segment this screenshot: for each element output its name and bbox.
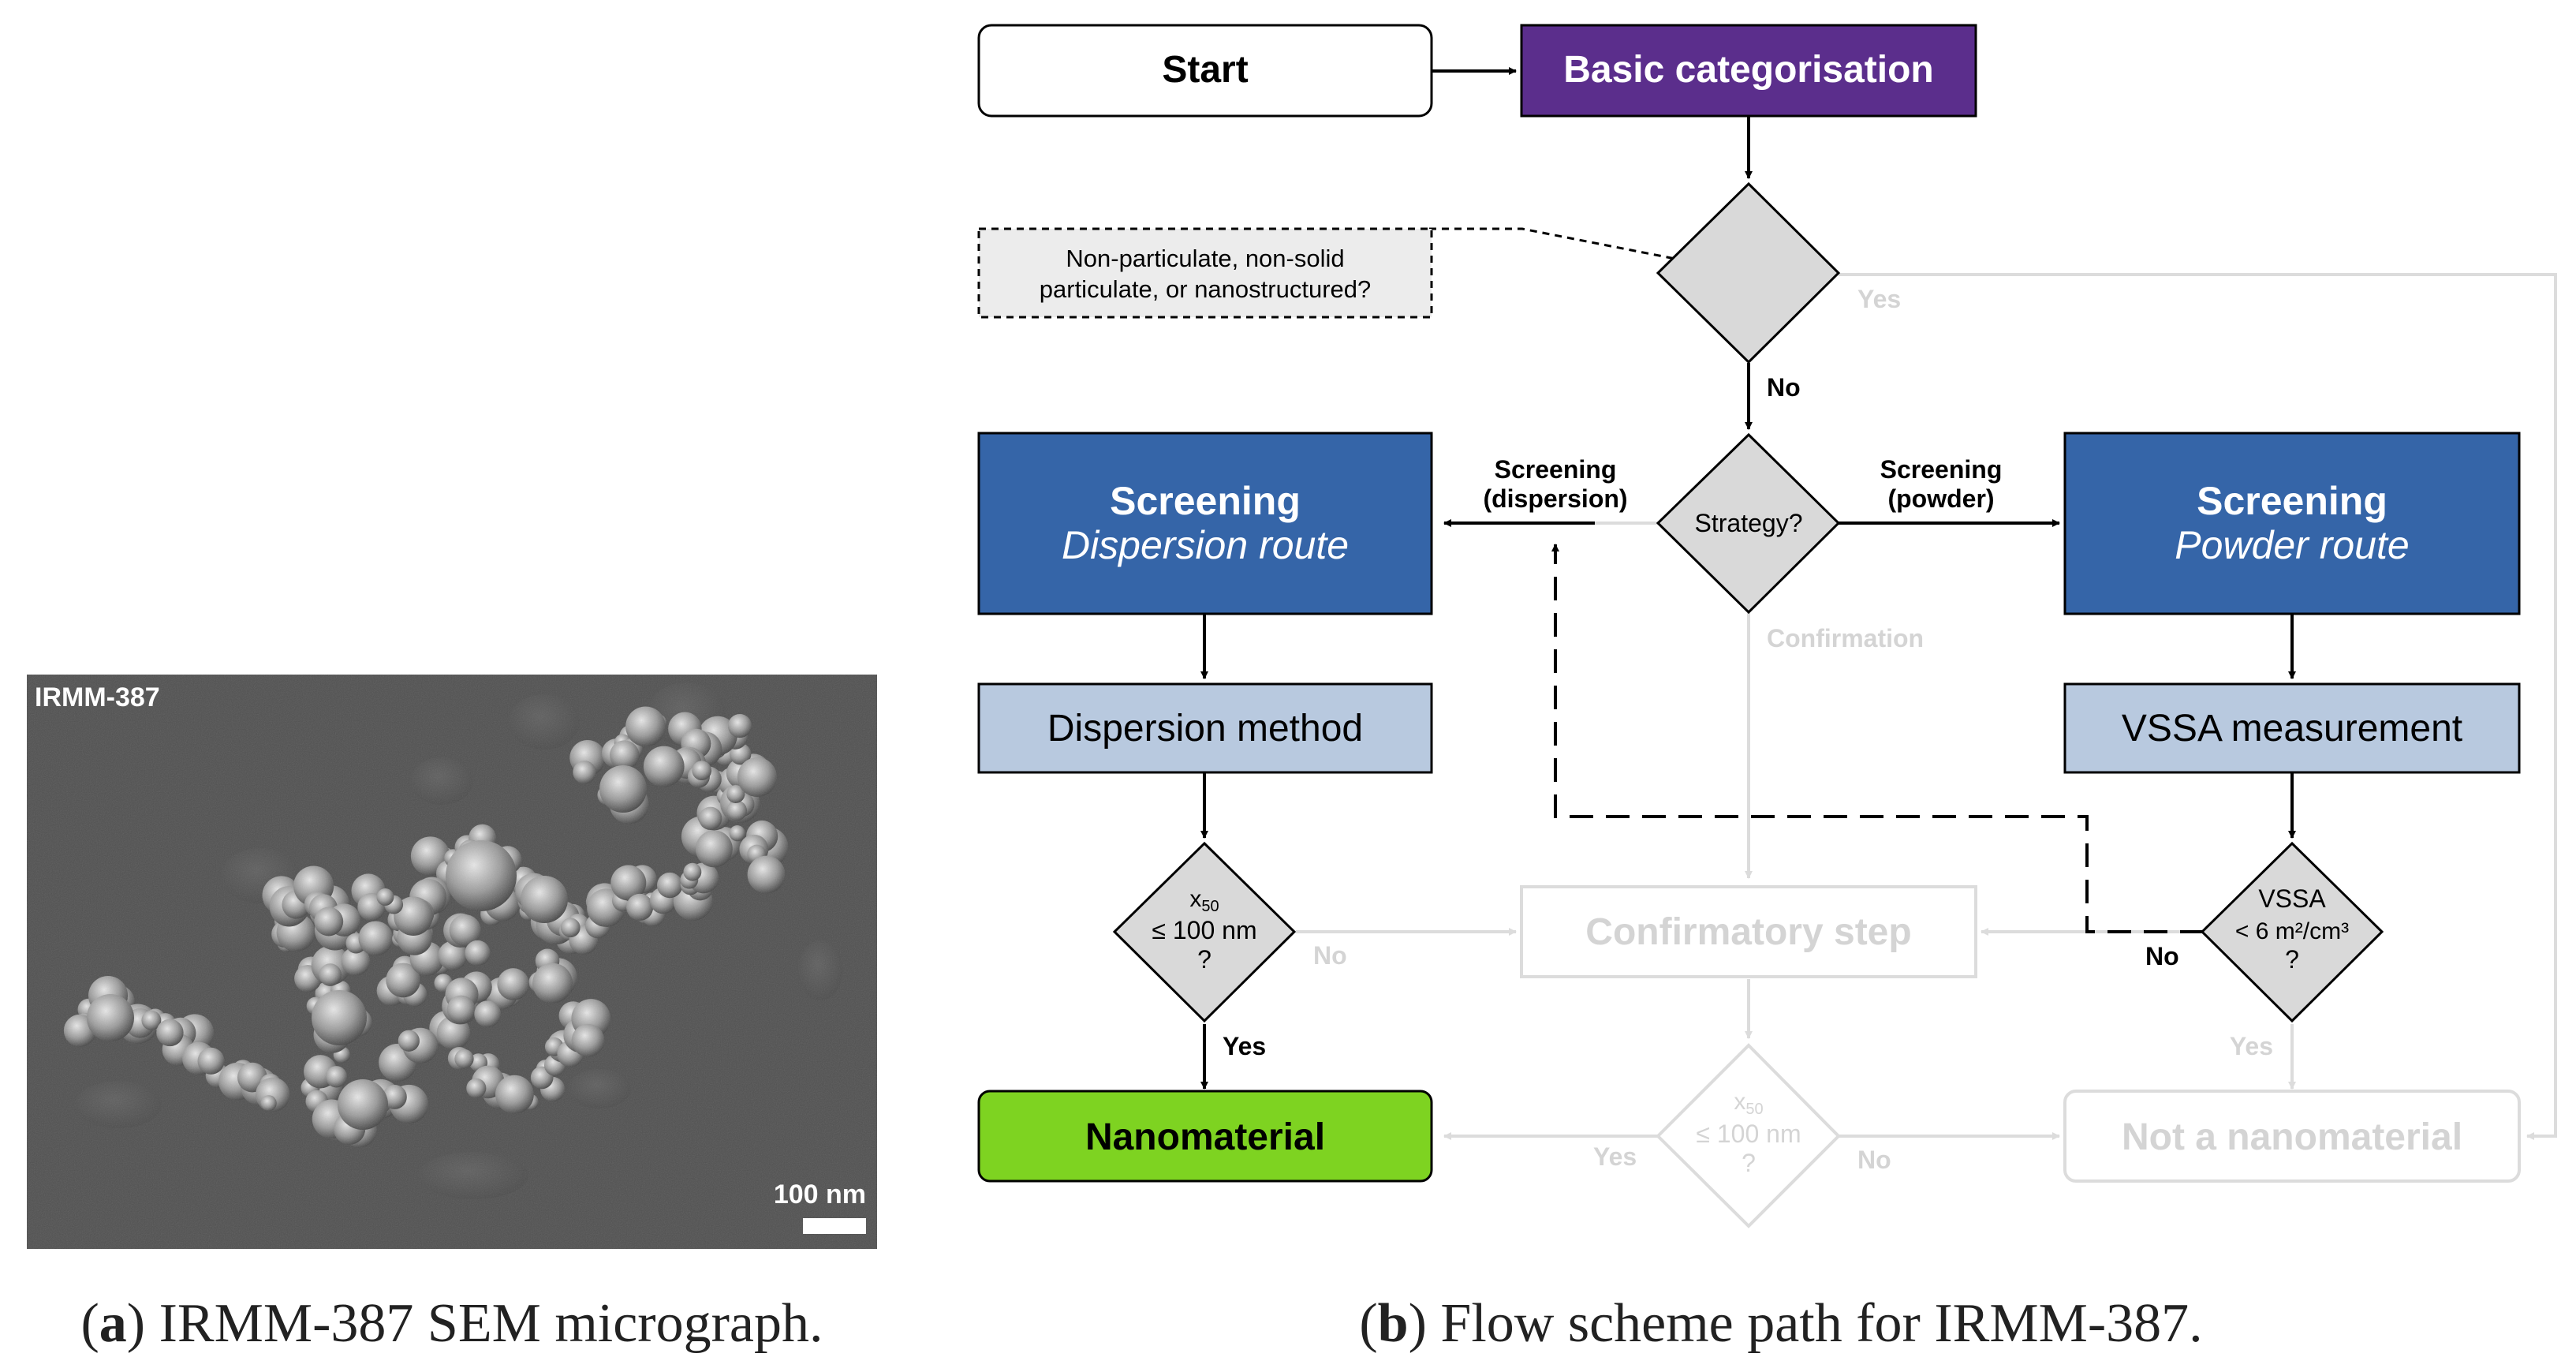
caption-b-text: Flow scheme path for IRMM-387.: [1440, 1293, 2202, 1354]
x50-mid-question: ?: [1742, 1149, 1756, 1177]
vssa-decision-l1: VSSA: [2258, 884, 2326, 913]
screening-dispersion-edge-label-1: Screening: [1495, 455, 1617, 484]
screening-dispersion-node: Screening Dispersion route: [977, 432, 1433, 615]
x50-confirmatory-diamond: x50 ≤ 100 nm ?: [1656, 1043, 1841, 1228]
caption-a-text: IRMM-387 SEM micrograph.: [159, 1293, 823, 1354]
nanomaterial-label: Nanomaterial: [1085, 1116, 1325, 1158]
start-label: Start: [1162, 49, 1248, 91]
confirmatory-step-label: Confirmatory step: [1585, 911, 1911, 953]
dispersion-method-label: Dispersion method: [1047, 708, 1363, 750]
x50-mid-symbol: x: [1734, 1089, 1745, 1115]
screening-dispersion-edge-label-2: (dispersion): [1483, 484, 1627, 513]
yes-top-label: Yes: [1857, 285, 1901, 313]
no-top-label: No: [1767, 373, 1801, 402]
flow-scheme: Start Basic categorisation Non-particula…: [977, 24, 2557, 1228]
x50-left-symbol: x: [1189, 886, 1201, 912]
x50-left-threshold: ≤ 100 nm: [1152, 916, 1256, 944]
no-mid-label: No: [1857, 1146, 1891, 1174]
x50-dispersion-diamond: x50 ≤ 100 nm ?: [1112, 841, 1297, 1023]
screening-powder-edge-label-2: (powder): [1887, 484, 1994, 513]
caption-a-tag: a: [99, 1293, 127, 1354]
caption-a: (a) IRMM-387 SEM micrograph.: [80, 1293, 823, 1354]
start-node: Start: [977, 24, 1433, 118]
basic-categorisation-label: Basic categorisation: [1563, 49, 1934, 91]
vssa-decision-l3: ?: [2285, 945, 2299, 974]
particulate-decision-diamond: [1656, 181, 1841, 364]
screening-powder-node: Screening Powder route: [2063, 432, 2521, 615]
basic-categorisation-node: Basic categorisation: [1520, 24, 1977, 118]
x50-left-question: ?: [1197, 945, 1211, 974]
active-edges: [1200, 67, 2296, 1090]
vssa-decision-l2: < 6 m²/cm³: [2235, 918, 2349, 944]
svg-text:x50: x50: [1734, 1089, 1763, 1118]
yes-mid-label: Yes: [1593, 1142, 1637, 1171]
screening-dispersion-title: Screening: [1110, 479, 1301, 523]
caption-b-tag: b: [1378, 1293, 1409, 1354]
vssa-measurement-label: VSSA measurement: [2122, 708, 2462, 750]
nanomaterial-node: Nanomaterial: [977, 1090, 1433, 1183]
x50-mid-threshold: ≤ 100 nm: [1696, 1120, 1801, 1148]
confirmatory-step-node: Confirmatory step: [1520, 885, 1977, 978]
no-vssa-label: No: [2145, 942, 2179, 970]
vssa-measurement-node: VSSA measurement: [2063, 682, 2521, 774]
caption-b: (b) Flow scheme path for IRMM-387.: [1359, 1293, 2202, 1354]
vssa-decision-diamond: VSSA < 6 m²/cm³ ?: [2200, 841, 2384, 1023]
screening-powder-title: Screening: [2197, 479, 2387, 523]
strategy-label: Strategy?: [1695, 509, 1803, 537]
dispersion-method-node: Dispersion method: [977, 682, 1433, 774]
svg-text:x50: x50: [1189, 886, 1219, 915]
scale-bar-label: 100 nm: [774, 1179, 866, 1209]
note-line-1: Non-particulate, non-solid: [1066, 245, 1344, 272]
strategy-diamond: [1656, 432, 1841, 615]
sem-micrograph: IRMM-387 100 nm: [27, 675, 877, 1249]
screening-powder-edge-label-1: Screening: [1880, 455, 2003, 484]
note-line-2: particulate, or nanostructured?: [1040, 275, 1371, 303]
x50-mid-subscript: 50: [1745, 1101, 1763, 1118]
screening-powder-subtitle: Powder route: [2175, 523, 2409, 567]
not-nanomaterial-label: Not a nanomaterial: [2122, 1116, 2462, 1158]
confirmation-edge-label: Confirmation: [1767, 624, 1924, 652]
no-left-label: No: [1313, 941, 1347, 970]
not-nanomaterial-node: Not a nanomaterial: [2063, 1090, 2521, 1183]
yes-left-label: Yes: [1223, 1032, 1266, 1060]
x50-left-subscript: 50: [1201, 898, 1219, 915]
screening-dispersion-subtitle: Dispersion route: [1062, 523, 1349, 567]
image-label: IRMM-387: [35, 682, 160, 712]
scale-bar: [803, 1218, 866, 1234]
note-box: Non-particulate, non-solid particulate, …: [977, 227, 1433, 319]
yes-vssa-label: Yes: [2230, 1032, 2273, 1060]
